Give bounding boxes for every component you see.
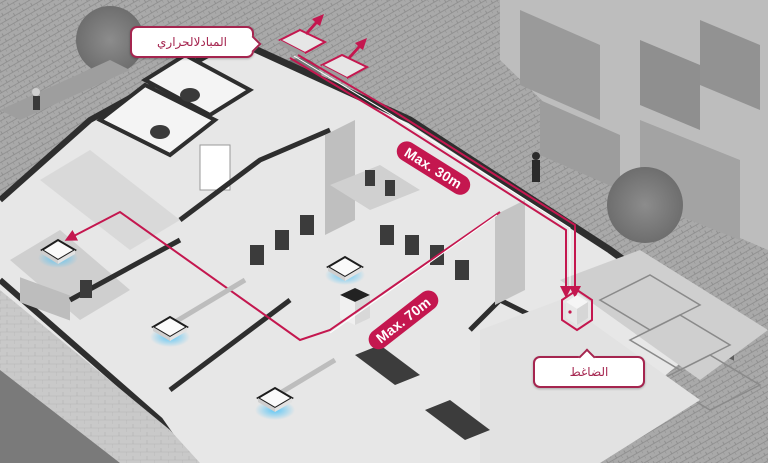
compressor-label: الضاغط [569,365,609,379]
compressor-unit [561,288,593,332]
heat-exchanger-label: المبادلالحراري [157,35,227,49]
bench [0,60,130,120]
hedge [0,370,120,463]
indoor-unit [150,315,190,347]
curtain [325,120,355,235]
curtain [495,200,525,305]
heat-exchanger-callout: المبادلالحراري [130,26,262,58]
tree [607,167,683,243]
storage-room [560,250,768,411]
airflow-arrow-icon [305,14,367,59]
indoor-unit [38,238,78,268]
outdoor-unit [277,28,328,58]
refrigerant-pipe [289,54,576,290]
restroom-block [96,52,254,191]
person-sitting [32,88,40,96]
meeting-table [330,165,420,210]
indoor-unit [325,255,365,285]
bench [425,400,490,440]
outdoor-unit [319,53,370,83]
person-walking [532,160,540,182]
glass-office-left [10,150,180,321]
indoor-unit [255,386,295,420]
refrigerant-pipe [64,210,501,342]
compressor-callout: الضاغط [533,348,645,388]
tree [76,6,144,74]
bench [355,345,420,385]
